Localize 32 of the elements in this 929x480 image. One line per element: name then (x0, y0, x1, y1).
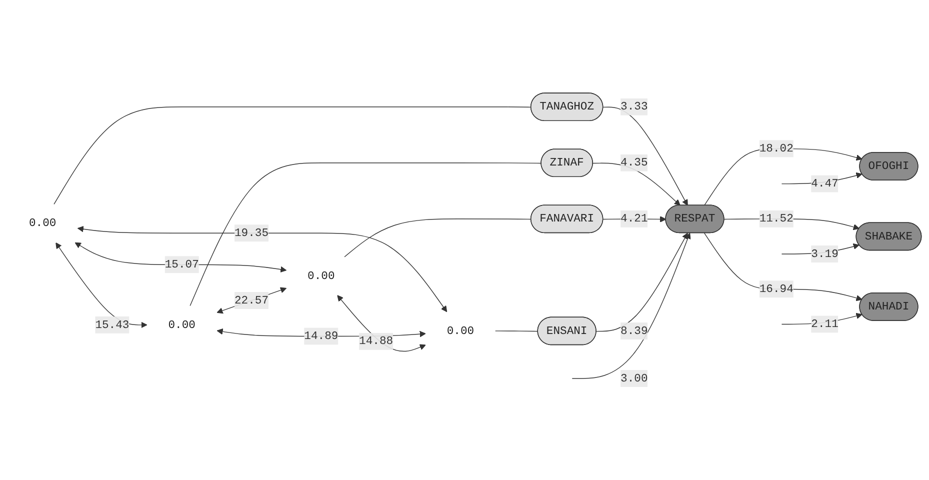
edge-label: 8.39 (620, 324, 648, 338)
arrow (216, 287, 287, 314)
arrow (602, 106, 688, 206)
edge-label: 4.35 (620, 156, 648, 170)
edge-label: 4.47 (811, 177, 838, 190)
node-text: 0.00 (446, 324, 474, 338)
arrow (572, 232, 691, 379)
edge-label: 19.35 (234, 226, 269, 240)
node-text: 0.00 (308, 270, 335, 282)
edge-label: 15.07 (164, 258, 199, 272)
edge-label: 14.89 (304, 330, 338, 343)
edge-label: 15.43 (95, 318, 130, 332)
connector (495, 330, 538, 332)
arrow (596, 232, 688, 332)
edge-label: 3.19 (811, 248, 838, 260)
edge-label: 3.33 (620, 100, 648, 114)
edge-label: 4.21 (620, 212, 648, 226)
edge-label: 18.02 (759, 142, 794, 156)
edge-label: 11.52 (759, 212, 794, 226)
edge-label: 14.88 (359, 335, 394, 348)
connector (54, 106, 532, 205)
arrow (704, 232, 862, 302)
node-text: 0.00 (28, 216, 56, 230)
edge-label: 22.57 (234, 294, 269, 307)
connector (344, 218, 532, 258)
edge-label: 16.94 (759, 282, 794, 296)
node-text: 0.00 (168, 318, 196, 332)
arrow (337, 295, 426, 352)
edge-label: 3.00 (620, 372, 648, 385)
arrow (77, 226, 448, 312)
edge-label: 2.11 (811, 318, 838, 331)
connector (190, 162, 542, 306)
